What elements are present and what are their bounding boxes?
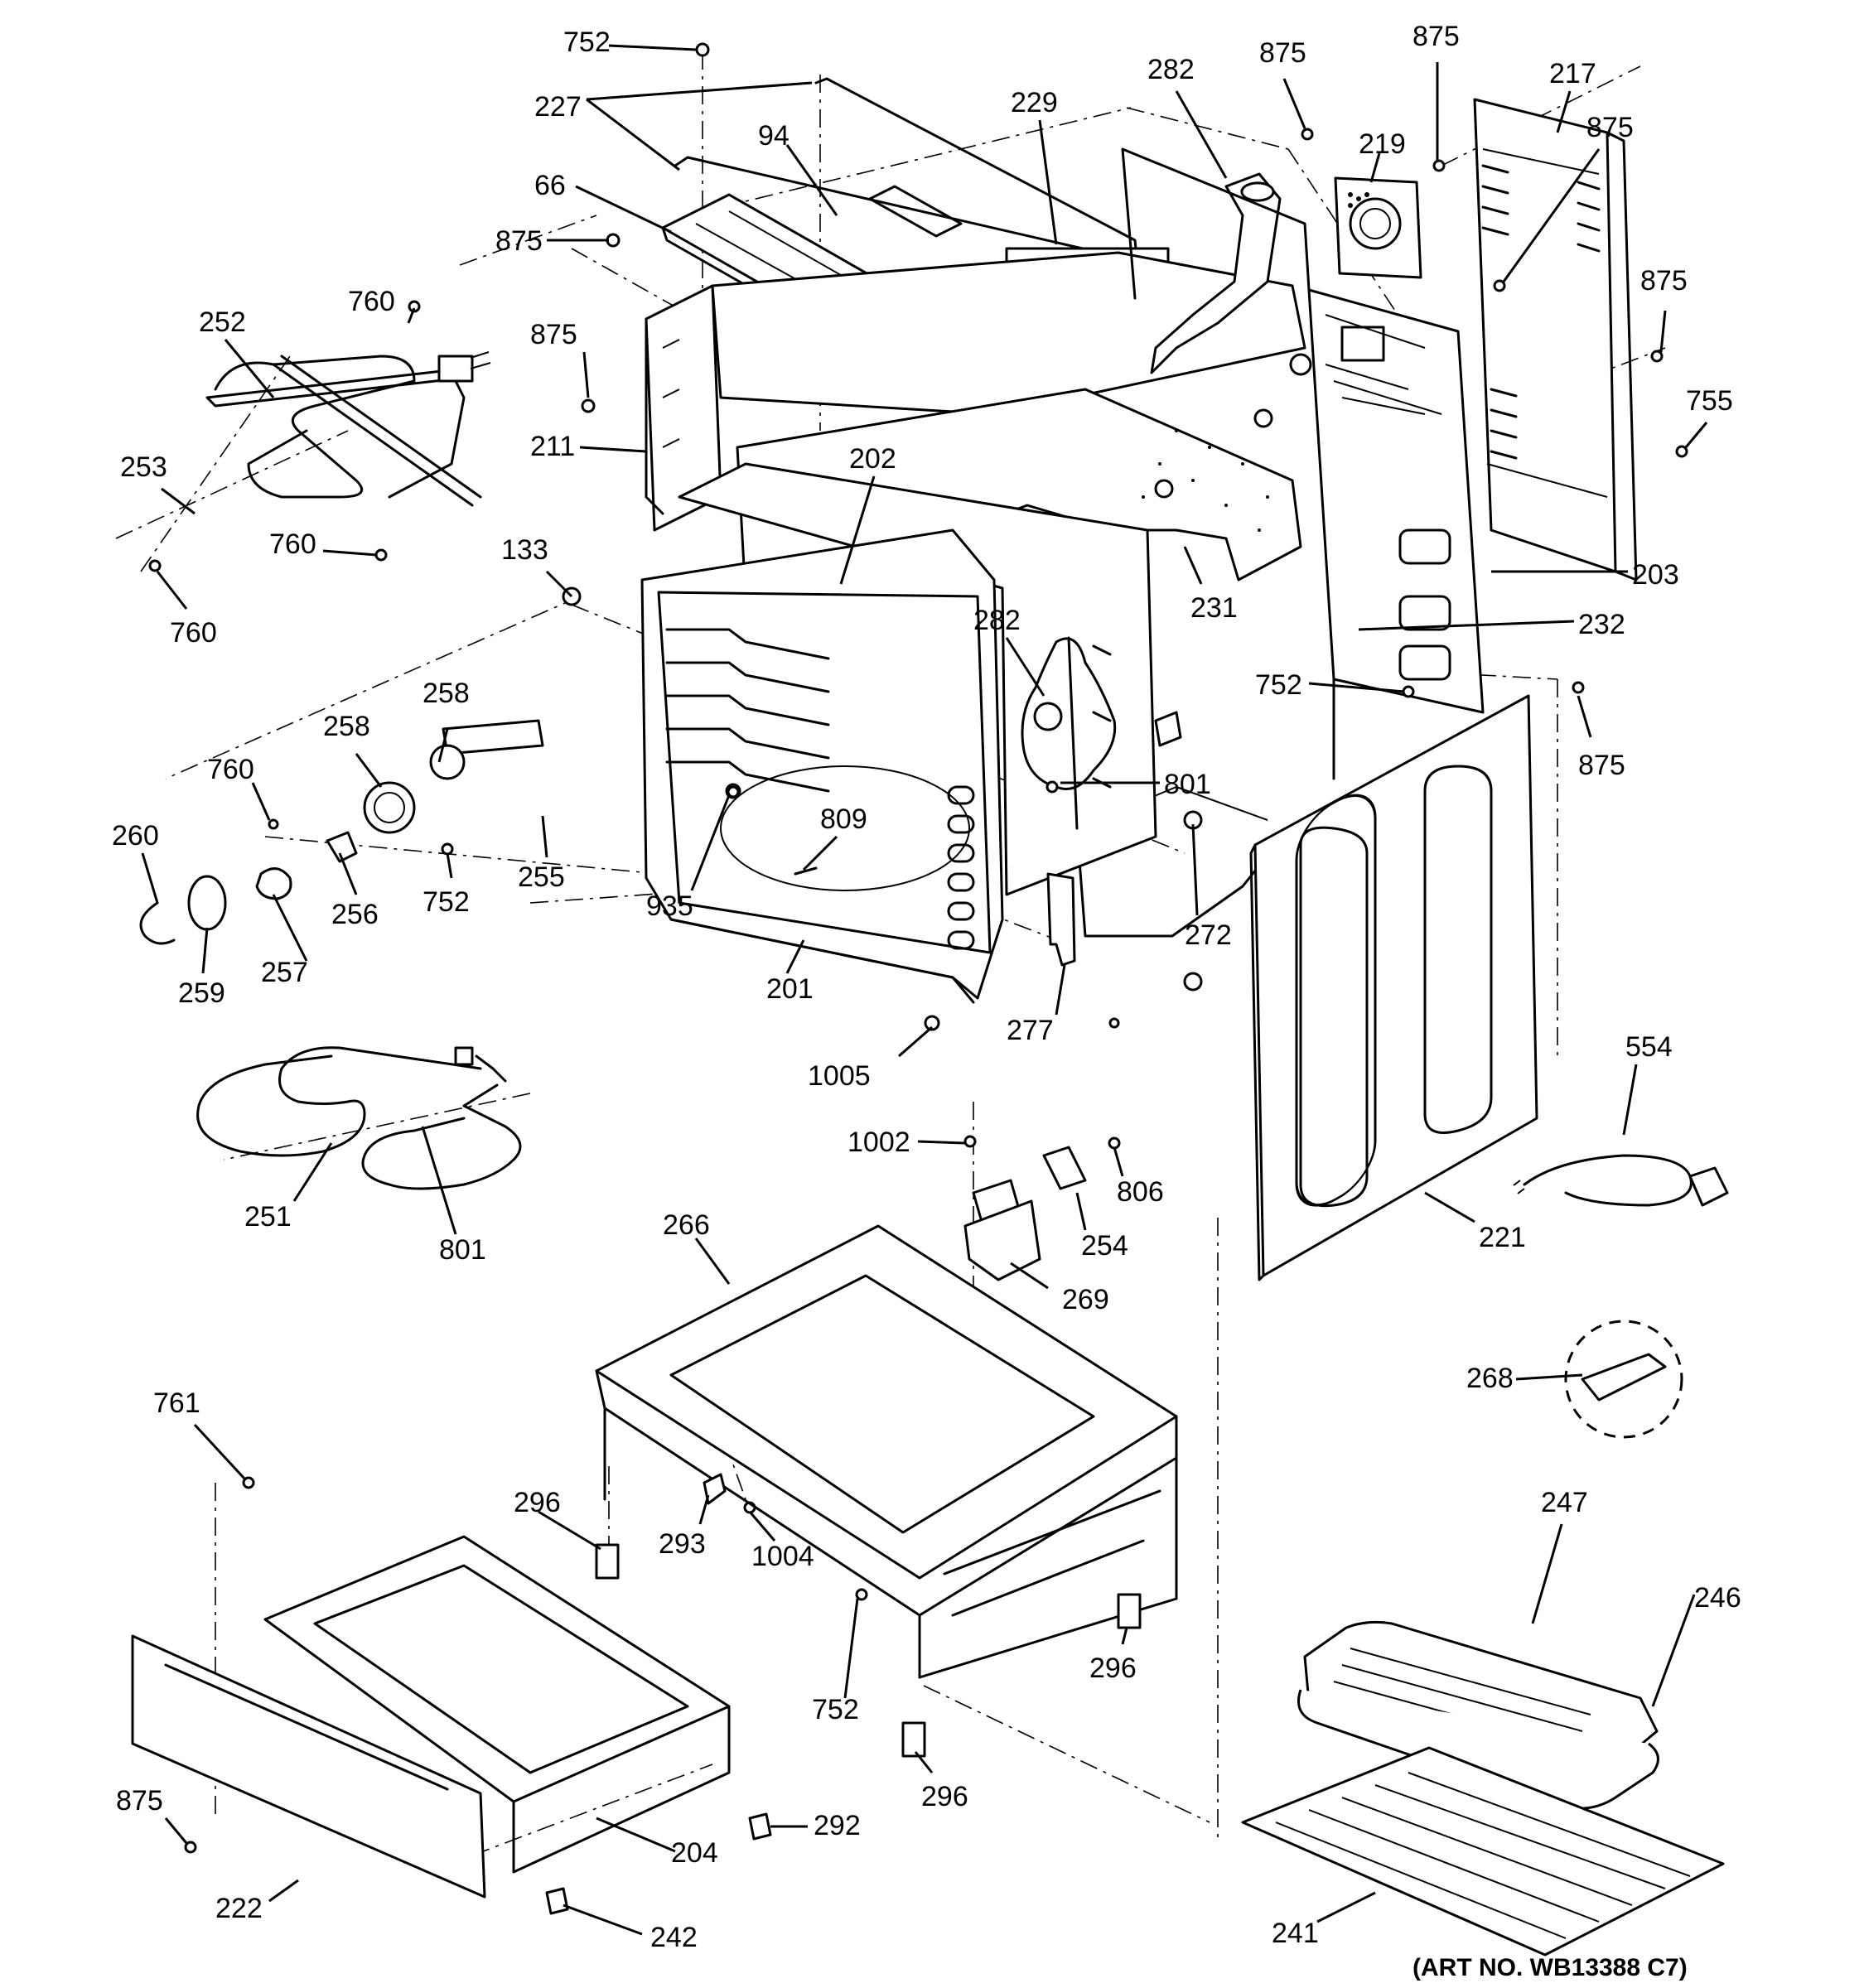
leader-lines — [141, 44, 1708, 1936]
label-875: 875 — [1586, 112, 1634, 143]
label-247: 247 — [1541, 1487, 1588, 1518]
label-241: 241 — [1272, 1918, 1319, 1949]
label-221: 221 — [1479, 1222, 1526, 1253]
label-293: 293 — [659, 1528, 706, 1560]
bake-element-251 — [196, 1046, 522, 1190]
label-204: 204 — [671, 1837, 718, 1869]
part-number-labels: 752 227 94 66 875 875 229 282 875 875 21… — [112, 21, 1741, 1953]
label-258: 258 — [423, 678, 470, 709]
power-cord-554 — [1513, 1154, 1729, 1207]
screws — [148, 42, 1688, 1854]
label-296: 296 — [514, 1487, 561, 1518]
label-231: 231 — [1190, 592, 1238, 624]
control-plate-219 — [1334, 176, 1422, 279]
label-875: 875 — [116, 1785, 163, 1817]
detail-circle-268 — [1564, 1320, 1683, 1439]
label-755: 755 — [1686, 385, 1733, 417]
label-752: 752 — [423, 886, 470, 918]
label-875: 875 — [530, 319, 577, 350]
label-752: 752 — [812, 1694, 859, 1725]
leveling-legs — [595, 1543, 1142, 1758]
label-269: 269 — [1062, 1284, 1109, 1315]
label-282: 282 — [973, 605, 1021, 636]
label-229: 229 — [1011, 87, 1058, 118]
label-133: 133 — [501, 534, 548, 566]
label-256: 256 — [331, 899, 379, 930]
label-242: 242 — [650, 1922, 698, 1953]
label-227: 227 — [534, 91, 582, 123]
label-219: 219 — [1359, 128, 1406, 160]
lamp-parts — [139, 719, 544, 945]
label-252: 252 — [199, 306, 246, 338]
label-296: 296 — [921, 1781, 968, 1812]
label-760: 760 — [348, 286, 395, 317]
label-875: 875 — [1640, 265, 1688, 297]
label-251: 251 — [244, 1201, 292, 1233]
label-246: 246 — [1694, 1582, 1741, 1614]
drawer-204 — [131, 1535, 772, 1915]
label-760: 760 — [170, 617, 217, 649]
label-260: 260 — [112, 820, 159, 852]
label-875: 875 — [1578, 750, 1625, 781]
rear-shield-217 — [1473, 98, 1638, 581]
label-935: 935 — [646, 890, 693, 922]
label-806: 806 — [1117, 1176, 1164, 1208]
label-268: 268 — [1466, 1363, 1514, 1394]
label-1002: 1002 — [847, 1127, 910, 1158]
label-258: 258 — [323, 711, 370, 742]
label-202: 202 — [849, 443, 896, 475]
label-211: 211 — [530, 431, 575, 462]
broiler-pan-and-rack — [1241, 1620, 1725, 1957]
label-752: 752 — [563, 27, 611, 58]
label-801: 801 — [1164, 769, 1211, 800]
art-number: (ART NO. WB13388 C7) — [1412, 1954, 1688, 1981]
label-277: 277 — [1007, 1015, 1054, 1046]
label-760: 760 — [207, 754, 254, 785]
label-266: 266 — [663, 1209, 710, 1241]
label-752: 752 — [1255, 669, 1302, 701]
label-259: 259 — [178, 977, 225, 1009]
label-875: 875 — [1412, 21, 1460, 52]
label-875: 875 — [495, 225, 543, 257]
side-panel-221 — [1249, 694, 1538, 1281]
label-253: 253 — [120, 451, 167, 483]
label-217: 217 — [1549, 58, 1596, 89]
label-292: 292 — [814, 1810, 861, 1841]
label-809: 809 — [820, 803, 867, 835]
label-760: 760 — [269, 528, 316, 560]
label-1005: 1005 — [808, 1060, 871, 1092]
label-875: 875 — [1259, 37, 1306, 69]
label-222: 222 — [215, 1893, 263, 1924]
drawer-support-266 — [595, 1017, 1178, 1679]
label-94: 94 — [758, 120, 790, 152]
label-203: 203 — [1632, 559, 1679, 591]
label-232: 232 — [1578, 609, 1625, 640]
terminal-block — [963, 1146, 1087, 1281]
label-554: 554 — [1625, 1031, 1673, 1063]
label-257: 257 — [261, 957, 308, 988]
label-201: 201 — [766, 973, 814, 1005]
label-761: 761 — [153, 1387, 200, 1419]
label-66: 66 — [534, 170, 566, 201]
label-255: 255 — [518, 861, 565, 893]
label-296: 296 — [1089, 1653, 1137, 1684]
label-801: 801 — [439, 1234, 486, 1266]
label-282: 282 — [1147, 54, 1195, 85]
oven-cavity-202 — [640, 462, 1203, 1031]
label-272: 272 — [1185, 919, 1232, 951]
broil-element-252 — [205, 351, 491, 507]
label-1004: 1004 — [751, 1541, 814, 1572]
label-254: 254 — [1081, 1230, 1128, 1262]
